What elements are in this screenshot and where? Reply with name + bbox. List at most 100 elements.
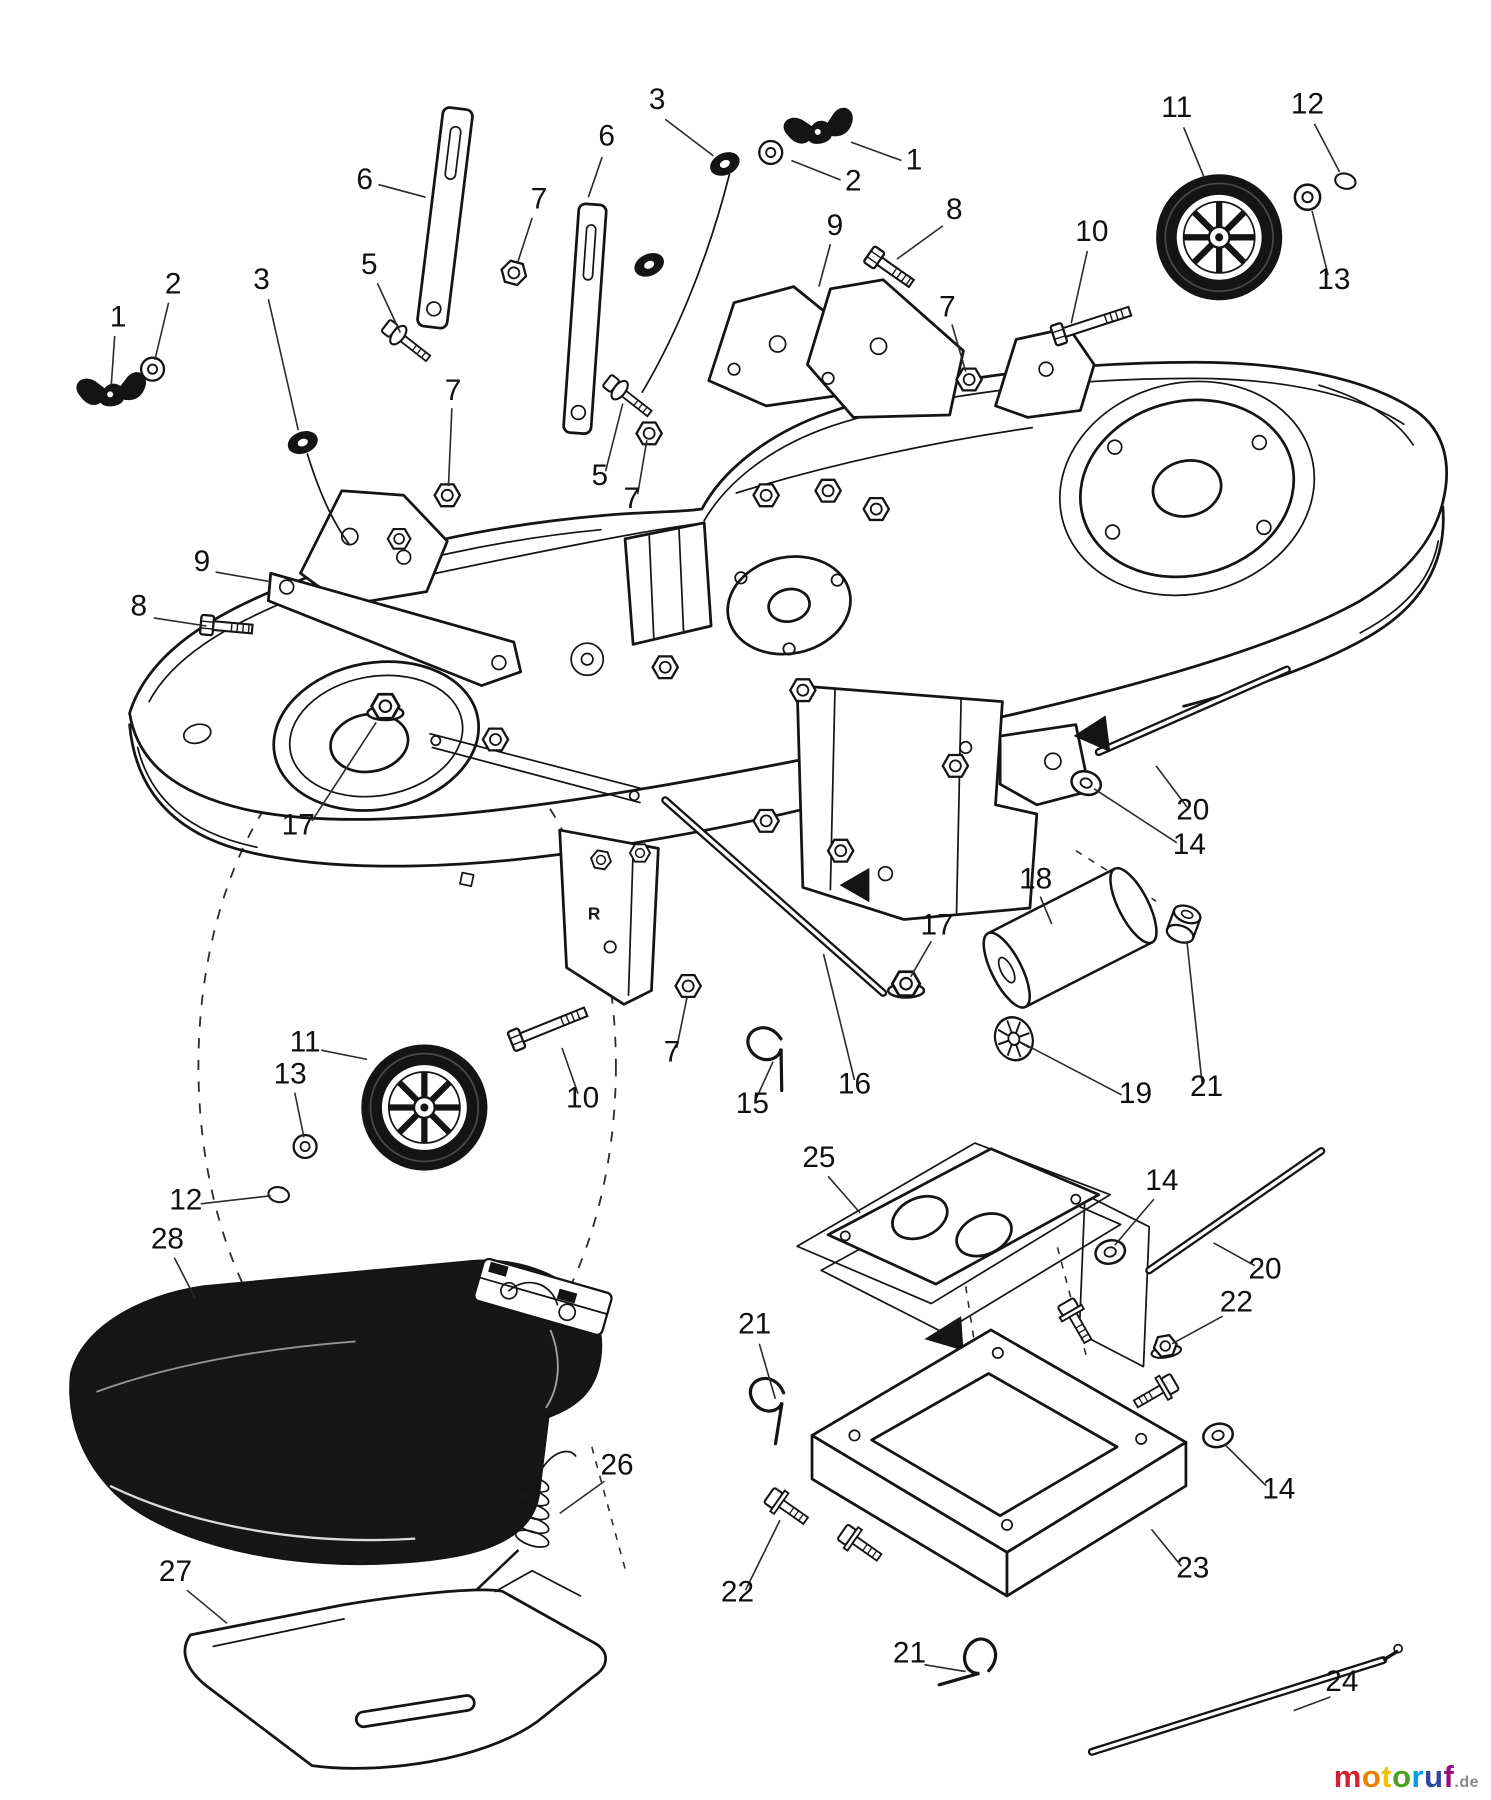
part-label-21: 21	[738, 1307, 771, 1340]
part-label-7: 7	[531, 183, 548, 216]
part-label-2: 2	[845, 164, 862, 197]
discharge-dashed-outline	[197, 712, 617, 1421]
leader-line	[791, 159, 841, 181]
watermark-letter: f	[1443, 1759, 1455, 1794]
part-label-9: 9	[194, 545, 211, 578]
leader-line	[636, 440, 648, 495]
part-label-7: 7	[939, 290, 956, 323]
leader-line	[516, 217, 533, 264]
leader-line	[1070, 250, 1089, 324]
part-label-2: 2	[165, 268, 182, 301]
part-label-25: 25	[802, 1141, 835, 1174]
leader-line	[1150, 1528, 1182, 1567]
part-label-3: 3	[649, 83, 666, 116]
leader-line	[664, 118, 714, 157]
leader-line	[1224, 1444, 1267, 1487]
leader-line	[951, 324, 967, 372]
leader-line	[1022, 1042, 1123, 1096]
lift-rod-24	[1090, 1658, 1385, 1754]
part-label-24: 24	[1325, 1665, 1358, 1698]
part-label-13: 13	[1317, 263, 1350, 296]
leader-line	[604, 403, 624, 472]
leader-line	[896, 225, 944, 260]
part-label-27: 27	[159, 1555, 192, 1588]
hanger-bracket-6-left	[416, 106, 474, 330]
leader-line	[293, 1092, 305, 1138]
part-label-21: 21	[1190, 1070, 1223, 1103]
leader-line	[1311, 210, 1329, 276]
watermark-letter: t	[1381, 1759, 1393, 1794]
part-label-6: 6	[598, 120, 615, 153]
leader-line	[447, 408, 453, 487]
hanger-arm-9-left	[267, 571, 523, 687]
part-label-19: 19	[1119, 1077, 1152, 1110]
part-label-11: 11	[1161, 91, 1192, 124]
part-label-12: 12	[1291, 88, 1324, 121]
cotter-pin-21	[731, 1371, 804, 1446]
part-label-15: 15	[736, 1087, 769, 1120]
axle-bolt-10-bottom	[506, 1001, 591, 1053]
leader-line	[376, 282, 402, 333]
part-label-26: 26	[600, 1448, 633, 1481]
leader-line	[850, 141, 902, 162]
part-label-16: 16	[838, 1068, 871, 1101]
roller-cap-19	[987, 1010, 1040, 1067]
watermark-letter: r	[1411, 1759, 1425, 1794]
leader-line	[1114, 1198, 1155, 1246]
part-label-6: 6	[356, 163, 373, 196]
brake-rod-16	[663, 798, 885, 995]
leader-line	[1313, 123, 1341, 173]
part-label-8: 8	[130, 590, 147, 623]
leader-line	[1213, 1242, 1256, 1267]
gauge-wheel-11-top	[1156, 174, 1282, 300]
assembly-arrow	[1073, 715, 1111, 753]
leader-line	[1182, 126, 1206, 179]
leader-line	[1155, 765, 1188, 808]
axle-bolt-10-top	[1049, 300, 1135, 347]
watermark-letter: o	[1392, 1759, 1412, 1794]
carrier-bracket-23	[810, 1328, 1188, 1598]
part-label-5: 5	[361, 248, 378, 281]
part-label-14: 14	[1145, 1164, 1178, 1197]
leader-line	[827, 1175, 861, 1214]
part-label-10: 10	[1075, 215, 1108, 248]
watermark-letter: u	[1424, 1759, 1444, 1794]
leader-line	[1171, 1315, 1224, 1345]
leader-line	[744, 1519, 781, 1591]
link-rod-20-top	[1097, 667, 1289, 754]
part-label-22: 22	[721, 1576, 754, 1609]
hanger-bracket-6-right	[562, 202, 608, 435]
watermark-suffix: .de	[1454, 1774, 1479, 1791]
deck-marking-r: R	[588, 903, 601, 923]
mount-plate-25	[826, 1147, 1101, 1286]
leader-line	[267, 299, 299, 431]
leader-line	[153, 617, 207, 627]
part-label-14: 14	[1173, 828, 1206, 861]
leader-line	[320, 1049, 368, 1061]
leader-line	[110, 335, 116, 386]
leader-line	[154, 302, 170, 361]
leader-line	[173, 1257, 196, 1299]
leader-line	[200, 1194, 271, 1205]
part-label-20: 20	[1176, 794, 1209, 827]
part-label-11: 11	[290, 1025, 321, 1058]
watermark-letter: o	[1361, 1759, 1382, 1794]
part-label-1: 1	[110, 301, 127, 334]
assembly-arrow	[839, 867, 870, 903]
part-label-20: 20	[1248, 1252, 1281, 1285]
part-label-14: 14	[1262, 1472, 1295, 1505]
leader-line	[561, 1047, 579, 1095]
part-label-7: 7	[664, 1036, 681, 1069]
roller-18	[982, 866, 1158, 1009]
part-label-7: 7	[445, 374, 462, 407]
leader-line	[311, 721, 377, 822]
leader-line	[1093, 788, 1178, 844]
leader-line	[924, 1663, 966, 1673]
mower-deck-housing	[128, 360, 1448, 921]
part-label-8: 8	[946, 193, 963, 226]
leader-line	[1293, 1696, 1331, 1712]
watermark-logo[interactable]: motoruf.de	[1334, 1761, 1479, 1792]
